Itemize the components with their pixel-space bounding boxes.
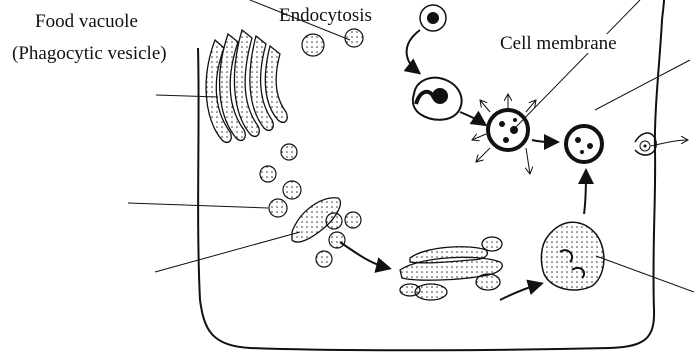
residual-body bbox=[566, 126, 602, 162]
endoplasmic-reticulum bbox=[292, 198, 502, 300]
phagolysosome bbox=[472, 94, 536, 174]
label-endocytosis: Endocytosis bbox=[279, 6, 372, 25]
lysosome-origin bbox=[541, 222, 604, 290]
food-vacuole-forming bbox=[413, 78, 462, 120]
endocytosed-particle bbox=[420, 5, 446, 31]
golgi-apparatus bbox=[206, 30, 287, 142]
label-phagocytic-vesicle: (Phagocytic vesicle) bbox=[12, 44, 167, 63]
process-arrows bbox=[340, 30, 688, 300]
exocytosed-particle bbox=[640, 141, 650, 151]
label-food-vacuole: Food vacuole bbox=[35, 12, 138, 31]
label-cell-membrane: Cell membrane bbox=[500, 34, 617, 53]
